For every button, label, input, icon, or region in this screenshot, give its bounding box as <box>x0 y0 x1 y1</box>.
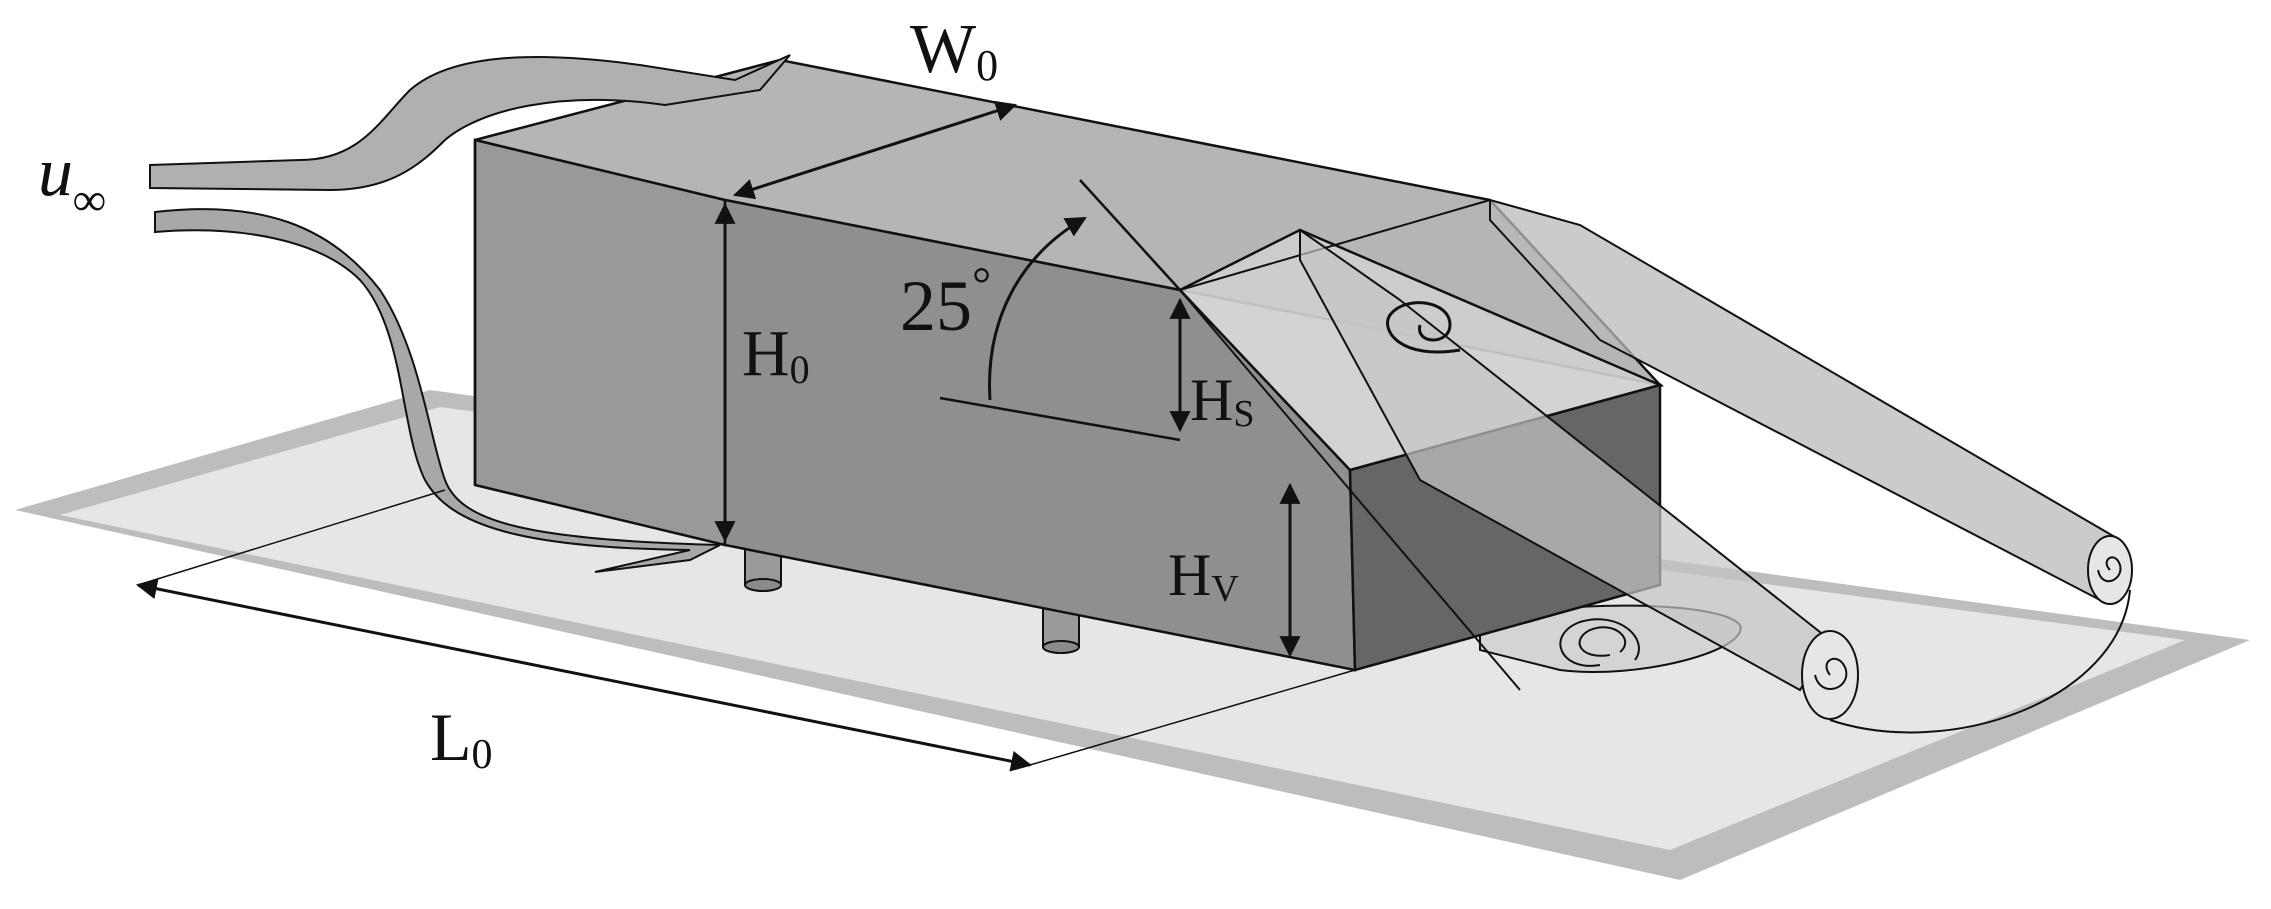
ground-plate <box>15 390 2250 880</box>
vertical-height-label: HV <box>1168 542 1239 610</box>
width-dimension: W0 <box>733 11 1017 200</box>
freestream-label: u∞ <box>38 134 106 225</box>
length-dimension: L0 <box>135 489 1356 778</box>
slant-height-dimension: HS <box>1169 297 1254 435</box>
trailing-vortex-lower <box>1299 228 2131 734</box>
incoming-flow-ribbon-upper <box>149 54 791 192</box>
width-label: W0 <box>910 11 998 90</box>
vertical-height-dimension: HV <box>1168 482 1301 658</box>
length-label: L0 <box>430 699 493 778</box>
slant-height-label: HS <box>1190 367 1254 435</box>
height-label: H0 <box>742 317 810 392</box>
angle-label: 25° <box>900 258 991 346</box>
slant-angle: 25° <box>900 179 1521 691</box>
trailing-vortex-upper <box>1489 198 2133 605</box>
slant-vortex-spiral <box>1386 301 1461 354</box>
incoming-flow-ribbon-lower <box>154 208 721 573</box>
height-dimension: H0 <box>714 202 810 543</box>
